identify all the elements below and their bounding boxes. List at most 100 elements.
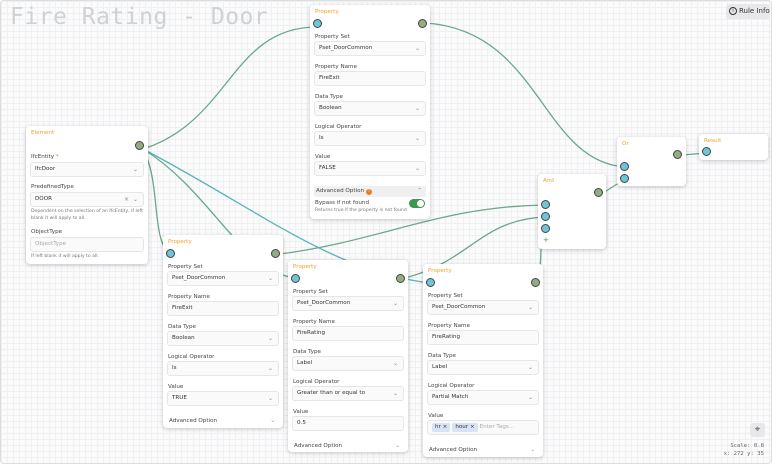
predefined-type-select[interactable]: DOOR×⌄	[30, 192, 144, 207]
property-set-select[interactable]: Pset_DoorCommon⌄	[427, 300, 539, 315]
chevron-down-icon: ⌄	[527, 304, 533, 311]
and-node-title: And	[543, 178, 554, 184]
value-label: Value	[168, 384, 184, 390]
bypass-toggle[interactable]	[409, 199, 425, 208]
scale-readout: Scale: 0.8	[730, 443, 764, 449]
property-set-select[interactable]: Pset_DoorCommon⌄	[292, 296, 404, 311]
chevron-down-icon: ⌄	[132, 196, 138, 203]
property-set-label: Property Set	[315, 34, 350, 40]
property-set-label: Property Set	[293, 289, 328, 295]
and-node[interactable]: And +	[538, 174, 606, 249]
chevron-down-icon: ⌄	[270, 418, 275, 424]
property-name-input[interactable]: FireExit	[314, 71, 426, 86]
property-name-input[interactable]: FireRating	[427, 330, 539, 345]
chevron-down-icon: ⌄	[392, 360, 398, 367]
property-input-port[interactable]	[426, 278, 435, 287]
value-select[interactable]: TRUE⌄	[167, 391, 279, 406]
chevron-down-icon: ⌄	[395, 443, 400, 449]
property-name-input[interactable]: FireRating	[292, 326, 404, 341]
edge-prop1-or[interactable]	[425, 22, 626, 168]
remove-tag-icon[interactable]: ×	[442, 424, 448, 430]
and-output-port[interactable]	[594, 188, 603, 197]
property-set-label: Property Set	[428, 293, 463, 299]
result-input-port[interactable]	[702, 147, 711, 156]
property-set-select[interactable]: Pset_DoorCommon⌄	[167, 271, 279, 286]
tag-chip: hr ×	[432, 423, 451, 432]
value-select[interactable]: FALSE⌄	[314, 161, 426, 176]
and-input-port-3[interactable]	[541, 224, 550, 233]
value-input[interactable]: 0.5	[292, 416, 404, 431]
result-node[interactable]: Result	[699, 134, 768, 160]
recenter-button[interactable]: ⌖	[750, 423, 765, 437]
data-type-label: Data Type	[293, 349, 321, 355]
chevron-down-icon: ⌄	[527, 394, 533, 401]
advanced-option-toggle[interactable]: Advanced Option⌄	[167, 416, 279, 427]
chevron-down-icon: ⌄	[267, 395, 273, 402]
property-name-label: Property Name	[428, 323, 470, 329]
object-type-input[interactable]: ObjectType	[30, 237, 144, 252]
property-node-title: Property	[168, 239, 192, 245]
remove-tag-icon[interactable]: ×	[469, 424, 475, 430]
logical-operator-label: Logical Operator	[428, 383, 475, 389]
edge-prop2-and[interactable]	[279, 204, 547, 255]
logical-operator-select[interactable]: Is⌄	[167, 361, 279, 376]
value-tags-input[interactable]: hr ×hour ×Enter Tags...	[427, 420, 539, 435]
logical-operator-select[interactable]: Partial Match⌄	[427, 390, 539, 405]
chevron-up-icon: ⌃	[417, 188, 422, 194]
data-type-label: Data Type	[428, 353, 456, 359]
ifc-entity-select[interactable]: IfcDoor⌄	[30, 162, 144, 177]
clear-icon[interactable]: ×	[123, 196, 129, 203]
data-type-select[interactable]: Label⌄	[427, 360, 539, 375]
and-input-port-1[interactable]	[541, 200, 550, 209]
property-set-select[interactable]: Pset_DoorCommon⌄	[314, 41, 426, 56]
chevron-down-icon: ⌄	[392, 300, 398, 307]
logical-operator-label: Logical Operator	[315, 124, 362, 130]
edge-element-prop1[interactable]	[142, 26, 318, 150]
chevron-down-icon: ⌄	[414, 165, 420, 172]
logical-operator-select[interactable]: Is⌄	[314, 131, 426, 146]
info-icon: i	[729, 7, 737, 15]
property-name-input[interactable]: FireExit	[167, 301, 279, 316]
property-node-title: Property	[315, 9, 339, 15]
or-output-port[interactable]	[673, 150, 682, 159]
data-type-label: Data Type	[315, 94, 343, 100]
property-input-port[interactable]	[166, 249, 175, 258]
result-node-title: Result	[704, 138, 722, 144]
ifc-entity-label: IfcEntity *	[31, 154, 59, 160]
bypass-label: Bypass if not found	[315, 200, 370, 206]
data-type-select[interactable]: Boolean⌄	[167, 331, 279, 346]
property-input-port[interactable]	[313, 19, 322, 28]
add-input-button[interactable]: +	[543, 236, 549, 244]
property-output-port[interactable]	[531, 278, 540, 287]
chevron-down-icon: ⌄	[267, 365, 273, 372]
property-input-port[interactable]	[291, 274, 300, 283]
data-type-select[interactable]: Boolean⌄	[314, 101, 426, 116]
or-input-port-1[interactable]	[620, 162, 629, 171]
crosshair-icon: ⌖	[754, 424, 761, 435]
logical-operator-label: Logical Operator	[168, 354, 215, 360]
value-label: Value	[293, 409, 309, 415]
and-input-port-2[interactable]	[541, 212, 550, 221]
advanced-option-toggle[interactable]: Advanced Option⌄	[292, 441, 404, 452]
data-type-select[interactable]: Label⌄	[292, 356, 404, 371]
warning-badge: !	[366, 189, 373, 195]
or-node[interactable]: Or	[617, 137, 686, 186]
advanced-option-toggle[interactable]: Advanced Option⌄	[427, 445, 539, 456]
property-output-port[interactable]	[418, 19, 427, 28]
element-node[interactable]: Element IfcEntity * IfcDoor⌄ PredefinedT…	[26, 126, 148, 264]
property-output-port[interactable]	[271, 249, 280, 258]
element-output-port[interactable]	[135, 141, 144, 150]
property-output-port[interactable]	[396, 274, 405, 283]
logical-operator-label: Logical Operator	[293, 379, 340, 385]
chevron-down-icon: ⌄	[414, 105, 420, 112]
advanced-option-toggle[interactable]: Advanced Option!⌃	[314, 186, 426, 197]
logical-operator-select[interactable]: Greater than or equal to⌄	[292, 386, 404, 401]
or-input-port-2[interactable]	[620, 174, 629, 183]
